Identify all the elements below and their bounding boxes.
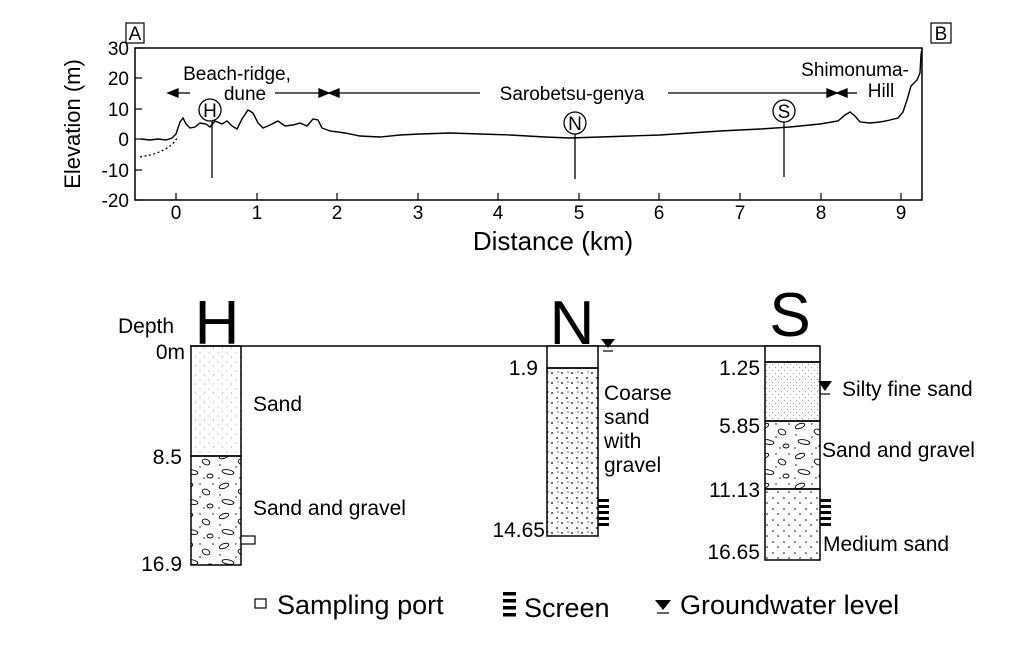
- sampling-port: [240, 535, 256, 545]
- sampling-port-symbol: [254, 598, 267, 609]
- screen-marks: [598, 499, 609, 526]
- y-tick-label: 10: [108, 100, 129, 121]
- well-marker-h: H: [198, 98, 222, 178]
- x-tick-label: 8: [816, 203, 827, 224]
- log-n: N 1.9 14.65 Coarse sand with gravel: [492, 289, 671, 542]
- x-tick-label: 0: [171, 203, 182, 224]
- screen-marks: [820, 499, 831, 526]
- y-tick-label: 30: [108, 39, 129, 60]
- x-tick-label: 6: [654, 203, 665, 224]
- depth-value: 8.5: [153, 446, 182, 469]
- y-axis-title: Elevation (m): [60, 59, 85, 189]
- x-tick-label: 9: [896, 203, 907, 224]
- x-tick-label: 1: [252, 203, 263, 224]
- endpoint-b-box: [930, 22, 952, 44]
- zone-label-beach-ridge: Beach-ridge,: [183, 64, 291, 85]
- well-marker-label: N: [568, 114, 582, 135]
- layer-label: sand: [604, 406, 650, 429]
- groundwater-marker: [601, 339, 615, 348]
- legend-groundwater: Groundwater level: [680, 590, 899, 620]
- x-tick-label: 2: [332, 203, 343, 224]
- layer-label: Sand: [253, 393, 302, 416]
- layer-unlogged: [546, 345, 599, 369]
- zone-label-sarobetsu: Sarobetsu-genya: [500, 84, 645, 105]
- y-tick-label: 20: [108, 69, 129, 90]
- layer-sand-and-gravel: [190, 455, 242, 566]
- layer-sand: [190, 345, 242, 457]
- x-tick-label: 5: [574, 203, 585, 224]
- well-marker-n: N: [563, 111, 587, 179]
- layer-label: Coarse: [604, 382, 672, 405]
- terrain-dotted-segment: [139, 135, 179, 158]
- layer-label: Sand and gravel: [253, 497, 406, 520]
- terrain-line: [140, 47, 923, 141]
- legend: Sampling port Screen Groundwater level: [254, 590, 899, 623]
- layer-label: gravel: [604, 454, 661, 477]
- depth-value: 16.9: [141, 553, 182, 576]
- y-tick-label: -10: [102, 161, 129, 182]
- zone-label-shimonuma: Shimonuma-: [801, 60, 909, 81]
- depth-value: 16.65: [707, 541, 760, 564]
- endpoint-a-box: [125, 22, 145, 44]
- log-s: S 1.25 5.85 11.13 16.65 Silty fine sand …: [707, 281, 975, 564]
- depth-value: 1.9: [509, 357, 538, 380]
- zone-label-dune: dune: [224, 84, 266, 105]
- layer-silty-fine-sand: [764, 361, 821, 422]
- y-tick-labels: 30 20 10 0 -10 -20: [102, 39, 129, 212]
- x-ticks: [175, 193, 902, 200]
- x-tick-label: 7: [735, 203, 746, 224]
- layer-medium-sand: [764, 488, 821, 561]
- y-tick-label: 0: [118, 130, 129, 151]
- depth-label: Depth: [118, 315, 174, 338]
- well-marker-label: S: [778, 102, 791, 123]
- borehole-logs: Depth H 0m 8.5 16.9 Sand Sand and gravel…: [118, 281, 975, 576]
- profile-frame: [134, 47, 923, 201]
- layer-sand-and-gravel: [764, 420, 821, 490]
- groundwater-marker: [818, 381, 832, 391]
- depth-value: 14.65: [492, 519, 545, 542]
- layer-label: Sand and gravel: [822, 439, 975, 462]
- depth-value: 11.13: [709, 479, 760, 502]
- layer-coarse-sand-with-gravel: [546, 367, 599, 537]
- groundwater-symbol: [655, 600, 671, 610]
- layer-label: Silty fine sand: [842, 378, 973, 401]
- well-marker-s: S: [772, 99, 796, 177]
- legend-sampling-port: Sampling port: [277, 590, 444, 620]
- x-tick-label: 4: [493, 203, 504, 224]
- x-axis-title: Distance (km): [473, 226, 633, 256]
- legend-screen: Screen: [524, 593, 610, 623]
- layer-label: Medium sand: [823, 533, 949, 556]
- zone-arrows: [166, 88, 857, 98]
- endpoint-a-label: A: [129, 24, 142, 45]
- log-h: H 0m 8.5 16.9 Sand Sand and gravel: [141, 289, 406, 576]
- depth-value: 1.25: [719, 357, 760, 380]
- zone-label-hill: Hill: [868, 81, 894, 102]
- x-tick-label: 3: [413, 203, 424, 224]
- layer-label: with: [603, 430, 641, 453]
- y-tick-label: -20: [102, 191, 129, 212]
- endpoint-b-label: B: [935, 24, 948, 45]
- depth-value: 0m: [156, 341, 185, 364]
- layer-unlogged: [764, 345, 821, 363]
- x-tick-labels: 0 1 2 3 4 5 6 7 8 9: [171, 203, 907, 224]
- screen-symbol: [503, 592, 516, 617]
- well-marker-label: H: [203, 101, 217, 122]
- elevation-profile: A B 30 20 10 0 -10 -20 Elevation (m): [60, 22, 952, 256]
- log-title-s: S: [769, 281, 810, 350]
- y-ticks: [135, 47, 142, 201]
- depth-value: 5.85: [719, 415, 760, 438]
